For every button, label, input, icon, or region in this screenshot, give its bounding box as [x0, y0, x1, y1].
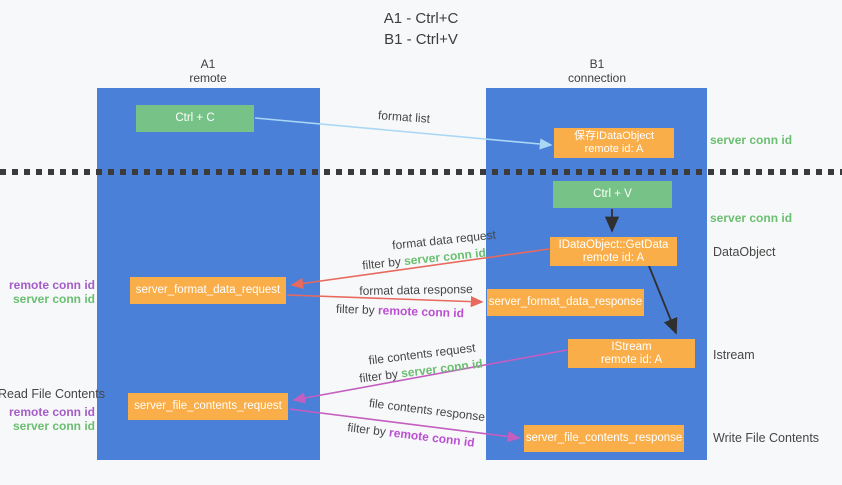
- edge-label-format-list: format list: [377, 108, 431, 126]
- right-label-dataobject: DataObject: [713, 245, 776, 259]
- file-request-label: server_file_contents_request: [134, 400, 282, 412]
- file-response-label: server_file_contents_response: [525, 432, 683, 444]
- save-idataobject-line2: remote id: A: [584, 143, 644, 155]
- right-label-write-file-contents: Write File Contents: [713, 431, 820, 445]
- left-label-remote-conn-id-1: remote conn id: [8, 278, 95, 292]
- left-label-read-file-contents: Read File Contents: [0, 387, 105, 401]
- edge-label-format-data-response: format data response: [359, 282, 473, 298]
- left-label-server-conn-id-2: server conn id: [12, 419, 95, 433]
- filter-by-text-4: filter by: [346, 420, 387, 439]
- node-istream: IStream remote id: A: [568, 339, 695, 368]
- lane-header-a1: A1 remote: [189, 57, 226, 85]
- left-label-remote-conn-id-2: remote conn id: [8, 405, 95, 419]
- right-label-server-conn-id-mid: server conn id: [710, 211, 793, 225]
- remote-conn-id-text-1: remote conn id: [377, 303, 465, 321]
- node-server-file-contents-response: server_file_contents_response: [524, 425, 684, 452]
- remote-conn-id-text-2: remote conn id: [388, 425, 476, 450]
- filter-by-text-1: filter by: [361, 254, 402, 273]
- ctrl-v-label: Ctrl + V: [593, 188, 632, 200]
- lane-b1-name: B1: [589, 57, 605, 71]
- right-label-server-conn-id-top: server conn id: [710, 133, 793, 147]
- title-line-1: A1 - Ctrl+C: [383, 10, 459, 27]
- edge-label-file-contents-response: file contents response: [368, 395, 486, 425]
- dotted-separator: [0, 169, 842, 175]
- diagram-title: A1 - Ctrl+C B1 - Ctrl+V: [0, 8, 842, 50]
- format-response-label: server_format_data_response: [488, 296, 643, 308]
- lane-b1-sub: connection: [567, 71, 627, 85]
- ctrl-c-label: Ctrl + C: [175, 112, 215, 124]
- filter-by-text-3: filter by: [358, 366, 399, 386]
- getdata-line1: IDataObject::GetData: [558, 238, 669, 251]
- istream-line1: IStream: [611, 340, 652, 353]
- node-ctrl-c: Ctrl + C: [136, 105, 254, 132]
- save-idataobject-line1: 保存IDataObject: [573, 130, 655, 142]
- left-label-server-conn-id-1: server conn id: [12, 292, 95, 306]
- getdata-line2: remote id: A: [582, 251, 645, 264]
- right-label-istream: Istream: [713, 348, 755, 362]
- lane-header-b1: B1 connection: [568, 57, 626, 85]
- node-server-format-data-response: server_format_data_response: [487, 289, 644, 316]
- node-ctrl-v: Ctrl + V: [553, 181, 672, 208]
- format-request-label: server_format_data_request: [135, 284, 281, 296]
- edge-label-filter-remote-2: filter by remote conn id: [347, 420, 476, 450]
- lane-a1-name: A1: [200, 57, 216, 71]
- node-idataobject-getdata: IDataObject::GetData remote id: A: [550, 237, 677, 266]
- node-server-format-data-request: server_format_data_request: [130, 277, 286, 304]
- title-line-2: B1 - Ctrl+V: [384, 31, 458, 48]
- lane-a1-sub: remote: [189, 71, 227, 85]
- edge-label-filter-remote-1: filter by remote conn id: [336, 302, 464, 320]
- node-server-file-contents-request: server_file_contents_request: [128, 393, 288, 420]
- filter-by-text-2: filter by: [335, 301, 375, 318]
- edge-label-filter-server-1: filter by server conn id: [362, 246, 487, 273]
- istream-line2: remote id: A: [600, 353, 663, 366]
- node-save-idataobject: 保存IDataObject remote id: A: [554, 128, 674, 158]
